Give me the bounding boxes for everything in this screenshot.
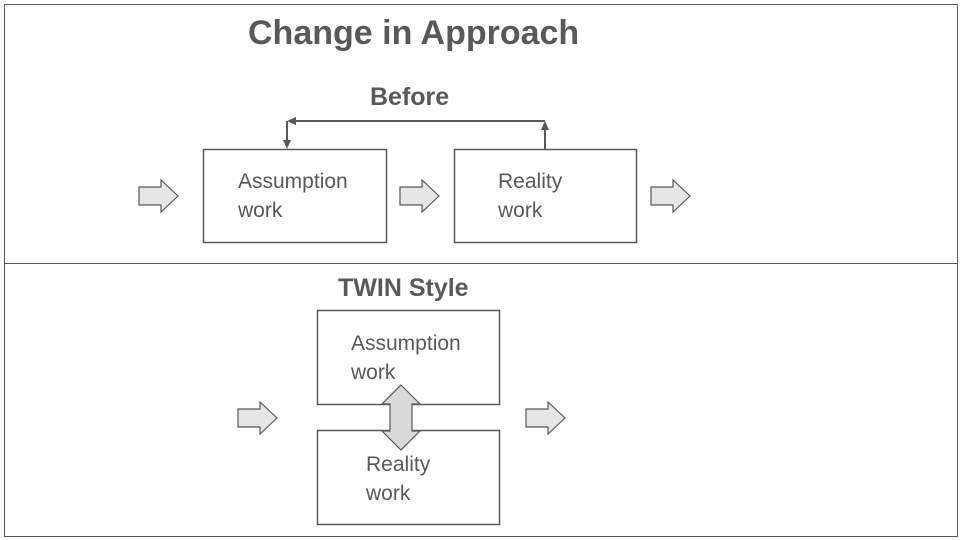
before-assumption-label: Assumption work (238, 167, 348, 225)
before-assumption-label-line1: Assumption (238, 170, 348, 193)
feedback-loop-arrow (286, 120, 546, 149)
twin-assumption-box (316, 309, 501, 406)
twin-reality-label-line2: work (366, 482, 411, 505)
twin-reality-box (316, 429, 501, 526)
feedback-arrowhead-down (283, 140, 291, 149)
before-flow-arrow-out (650, 178, 691, 214)
before-assumption-label-line2: work (238, 199, 283, 222)
twin-flow-arrow-in (237, 400, 278, 436)
before-reality-label-line1: Reality (498, 170, 563, 193)
before-flow-arrow-in (138, 178, 179, 214)
twin-assumption-label: Assumption work (351, 329, 461, 387)
twin-assumption-label-line2: work (351, 361, 396, 384)
twin-flow-arrow-out (525, 400, 566, 436)
before-reality-label: Reality work (498, 167, 562, 225)
before-heading: Before (370, 83, 450, 111)
before-flow-arrow-middle (399, 178, 440, 214)
before-reality-box (453, 148, 638, 244)
twin-assumption-label-line1: Assumption (351, 332, 461, 355)
feedback-arrowhead-left (287, 117, 296, 125)
before-assumption-box (202, 148, 388, 244)
page-title: Change in Approach (248, 14, 580, 52)
twin-reality-label: Reality work (366, 450, 430, 508)
twin-double-arrow (380, 384, 422, 451)
before-reality-label-line2: work (498, 199, 543, 222)
twin-reality-label-line1: Reality (366, 453, 431, 476)
twin-panel (4, 263, 958, 537)
twin-heading: TWIN Style (338, 274, 469, 302)
feedback-arrowhead-up (541, 121, 549, 130)
